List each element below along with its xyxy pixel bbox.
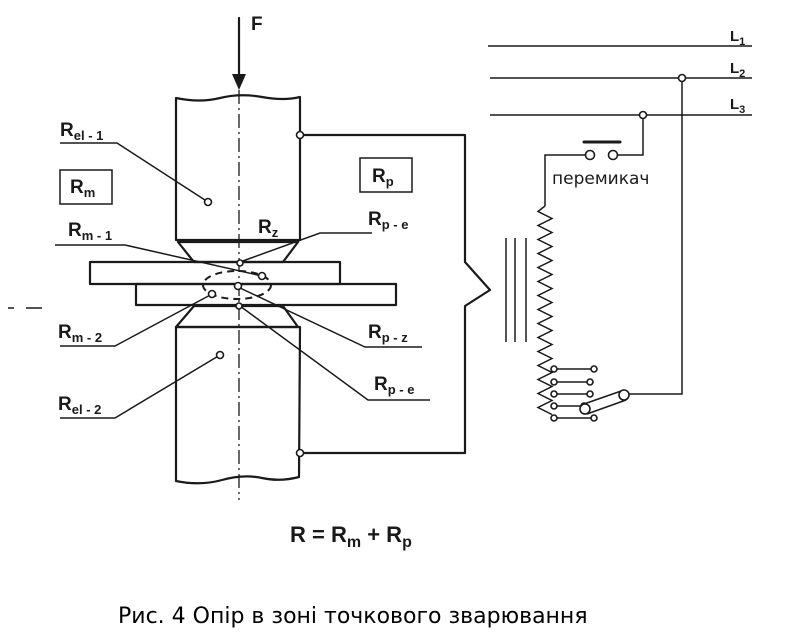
rel1-node xyxy=(203,197,213,207)
leader-lines xyxy=(8,142,430,419)
l3-node xyxy=(638,110,648,120)
switch-label: перемикач xyxy=(552,169,649,189)
upper-electrode xyxy=(174,94,302,242)
label-rz: Rz xyxy=(258,217,279,240)
label-l2: L2 xyxy=(730,60,745,80)
tap-node xyxy=(550,378,558,386)
label-l3: L3 xyxy=(730,96,745,116)
power-lines xyxy=(488,45,752,116)
label-rpe-top: Rp - e xyxy=(368,209,408,232)
label-rel2: Rel - 2 xyxy=(58,394,101,417)
resistance-formula: R = Rm + Rp xyxy=(290,522,412,551)
tap-selector-lever xyxy=(579,389,630,415)
rm-box xyxy=(59,169,113,205)
label-rpe-bottom: Rp - e xyxy=(374,374,414,397)
tap-node xyxy=(590,365,598,373)
label-rm1: Rm - 1 xyxy=(68,220,112,243)
tap-node xyxy=(590,414,598,422)
rel2-node xyxy=(215,350,225,360)
label-rm2: Rm - 2 xyxy=(58,322,102,345)
secondary-circuit xyxy=(298,133,492,455)
tap-contacts xyxy=(550,365,598,422)
force-arrow xyxy=(232,16,246,90)
tap-node xyxy=(550,414,558,422)
l2-node xyxy=(677,73,687,83)
rpz-node xyxy=(233,281,243,291)
tap-node xyxy=(586,390,594,398)
label-rpz: Rp - z xyxy=(368,322,408,345)
tap-node xyxy=(550,402,558,410)
l2-wire xyxy=(624,78,683,395)
push-switch xyxy=(544,140,622,206)
rp-box xyxy=(359,157,413,193)
label-rp: Rp xyxy=(372,166,394,189)
l3-wire xyxy=(614,115,644,156)
tap-node xyxy=(550,365,558,373)
rm2-node xyxy=(207,289,217,299)
rpe-bottom-node xyxy=(235,302,243,310)
primary-winding xyxy=(536,205,554,416)
tap-node xyxy=(586,378,594,386)
lower-sheet xyxy=(134,282,398,307)
label-rel1: Rel - 1 xyxy=(60,120,103,143)
force-label: F xyxy=(251,14,263,35)
lower-terminal-node xyxy=(295,448,305,458)
figure-caption: Рис. 4 Опір в зоні точкового зварювання xyxy=(118,604,588,629)
label-rm: Rm xyxy=(70,177,95,200)
rpe-top-node xyxy=(236,259,244,267)
lower-electrode xyxy=(174,325,302,485)
upper-terminal-node xyxy=(295,130,305,140)
label-l1: L1 xyxy=(730,28,745,48)
tap-node xyxy=(550,390,558,398)
rm1-node xyxy=(257,271,267,281)
weld-nugget-ellipse xyxy=(202,270,272,300)
transformer-core xyxy=(505,238,527,342)
upper-electrode-tip xyxy=(176,240,300,264)
